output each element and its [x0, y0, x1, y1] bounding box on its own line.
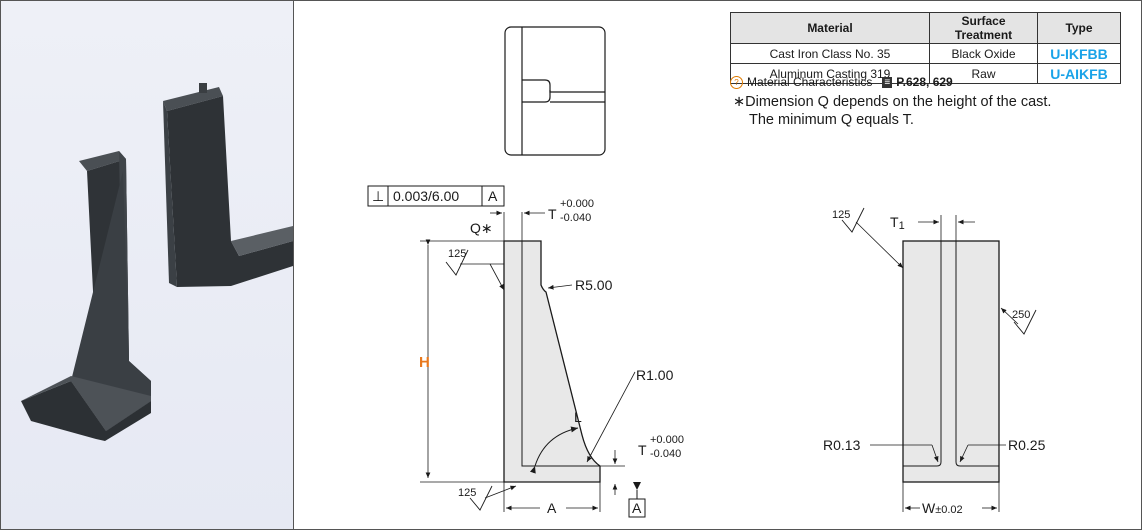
cell-material: Aluminum Casting 319: [730, 63, 930, 84]
cell-treatment: Raw: [929, 63, 1038, 84]
product-photo: [21, 83, 293, 441]
dimension-note-line2: The minimum Q equals T.: [749, 112, 914, 128]
t1-main: T: [890, 214, 899, 230]
t-tolerance-lower-bottom: -0.040: [650, 448, 681, 460]
t-label-top: T: [548, 206, 557, 222]
table-header-row: Material Surface Treatment Type: [730, 12, 1121, 44]
roughness-top-front: 125: [832, 209, 850, 221]
t-tolerance-upper-top: +0.000: [560, 198, 594, 210]
roughness-bottom-side: 125: [458, 487, 476, 499]
spec-table: Material Surface Treatment Type Cast Iro…: [730, 12, 1121, 84]
header-material: Material: [730, 12, 930, 44]
t-tolerance-lower-top: -0.040: [560, 212, 591, 224]
h-dimension-label: H: [419, 354, 430, 371]
page-reference: P.628, 629: [896, 75, 953, 89]
info-pin-icon: ?: [730, 75, 743, 89]
r1-label: R1.00: [636, 367, 674, 383]
table-row: Aluminum Casting 319 Raw U-AIKFB: [730, 63, 1121, 84]
r013-label: R0.13: [823, 437, 861, 453]
header-type: Type: [1037, 12, 1121, 44]
tolerance-value: 0.003/6.00: [393, 188, 459, 204]
note-text: Material Characteristics: [747, 75, 873, 89]
r5-label: R5.00: [575, 277, 613, 293]
r025-label: R0.25: [1008, 437, 1046, 453]
t1-label: T1: [890, 214, 905, 232]
book-reference-icon: ≡: [882, 76, 893, 88]
table-row: Cast Iron Class No. 35 Black Oxide U-IKF…: [730, 43, 1121, 64]
t1-subscript: 1: [899, 220, 905, 232]
w-label: W±0.02: [922, 500, 963, 516]
cell-type: U-AIKFB: [1037, 63, 1121, 84]
product-photo-panel: [1, 1, 294, 529]
front-view: T1 125 250 R0.13 R0.25 W±0.02: [823, 207, 1046, 516]
dimension-note-line1: ∗Dimension Q depends on the height of th…: [733, 94, 1052, 110]
datum-a-label: A: [632, 500, 642, 516]
roughness-top-side: 125: [448, 248, 466, 260]
dimension-note: ∗Dimension Q depends on the height of th…: [733, 93, 1051, 129]
l-label: L: [574, 409, 582, 425]
w-main: W: [922, 500, 936, 516]
q-label: Q∗: [470, 220, 493, 236]
tolerance-datum: A: [488, 188, 498, 204]
roughness-side-front: 250: [1012, 309, 1030, 321]
material-characteristics-note: ? Material Characteristics ≡ P.628, 629: [730, 75, 953, 89]
header-surface-treatment: Surface Treatment: [929, 12, 1038, 44]
cell-material: Cast Iron Class No. 35: [730, 43, 930, 64]
a-width-label: A: [547, 500, 557, 516]
top-view: [504, 26, 606, 156]
t-tolerance-upper-bottom: +0.000: [650, 434, 684, 446]
side-view: H ⊥ 0.003/6.00 A Q∗ T +0.000 -0.040 R5.0…: [367, 185, 684, 518]
t-label-bottom: T: [638, 442, 647, 458]
perpendicularity-symbol: ⊥: [372, 188, 384, 204]
w-tolerance: ±0.02: [935, 504, 962, 516]
